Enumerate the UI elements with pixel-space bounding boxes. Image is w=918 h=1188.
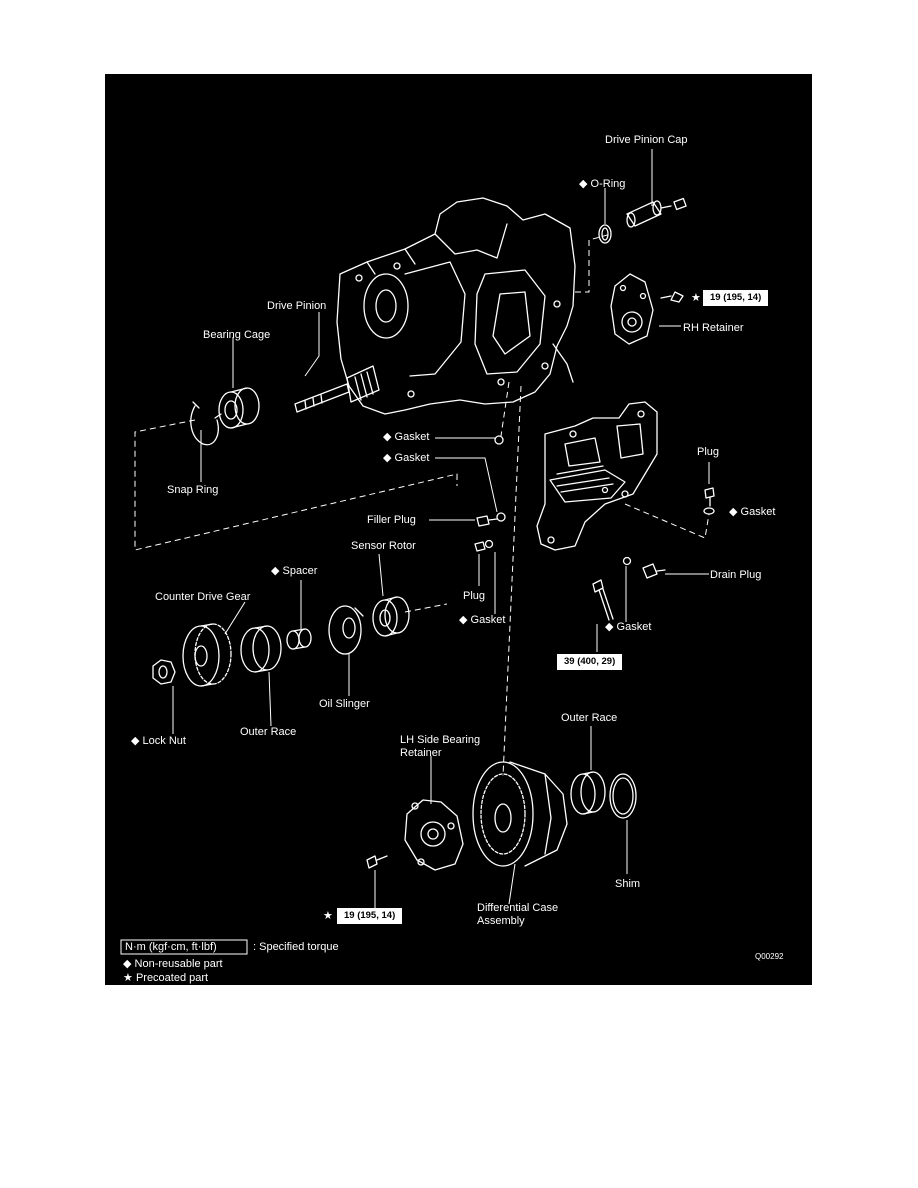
transaxle-housing (336, 197, 576, 415)
exploded-view-panel: Drive Pinion Cap ◆ O-Ring RH Retainer Dr… (105, 74, 812, 985)
label-plug-right: Plug (697, 446, 720, 458)
snap-ring-part (190, 401, 222, 446)
label-gasket-1: ◆ Gasket (383, 431, 430, 443)
legend-unit-box: N·m (kgf·cm, ft·lbf) (125, 941, 217, 953)
precoated-icon: ★ (123, 972, 133, 984)
label-oil-slinger: Oil Slinger (319, 698, 370, 710)
precoated-icon: ★ (323, 910, 333, 922)
non-reusable-icon: ◆ (131, 735, 140, 747)
label-outer-race-left: Outer Race (240, 726, 297, 738)
torque-box-rh-retainer: 19 (195, 14) (703, 290, 769, 306)
plug-right-part (704, 487, 715, 507)
label-spacer: ◆ Spacer (271, 565, 318, 577)
label-lock-nut: ◆ Lock Nut (131, 735, 186, 747)
lh-retainer-part (366, 799, 464, 871)
label-plug-lower: Plug (463, 590, 486, 602)
gasket-ring-2 (496, 512, 506, 522)
differential-case-part (472, 761, 568, 867)
lock-nut-part (152, 659, 176, 685)
label-drive-pinion-cap: Drive Pinion Cap (605, 134, 688, 146)
drain-plug-part (642, 563, 666, 579)
label-drive-pinion: Drive Pinion (267, 300, 327, 312)
legend-non-reusable: ◆ Non-reusable part (123, 958, 223, 970)
legend-precoated: ★ Precoated part (123, 972, 209, 984)
label-lh-side-bearing-retainer: LH Side Bearing Retainer (400, 734, 481, 759)
exploded-view-drawing (120, 149, 715, 955)
legend-frame (120, 939, 248, 955)
bearing-cage-part (218, 387, 260, 429)
plug-lower-part (474, 541, 486, 552)
label-gasket-right: ◆ Gasket (729, 506, 776, 518)
non-reusable-icon: ◆ (271, 565, 280, 577)
torque-box-lh-retainer: 19 (195, 14) (337, 908, 403, 924)
sensor-rotor-part (372, 596, 410, 637)
label-counter-drive-gear: Counter Drive Gear (155, 591, 251, 603)
non-reusable-icon: ◆ (459, 614, 468, 626)
o-ring-part (598, 224, 612, 244)
lower-case-part (536, 401, 658, 551)
label-sensor-rotor: Sensor Rotor (351, 540, 416, 552)
gasket-ring-drain (622, 556, 632, 566)
label-snap-ring: Snap Ring (167, 484, 219, 496)
outer-race-right-part (570, 771, 606, 815)
spacer-part (286, 628, 312, 650)
non-reusable-icon: ◆ (123, 958, 132, 970)
torque-box-case-bolt: 39 (400, 29) (557, 654, 623, 670)
label-gasket-2: ◆ Gasket (383, 452, 430, 464)
label-outer-race-right: Outer Race (561, 712, 618, 724)
label-shim: Shim (615, 878, 641, 890)
oil-slinger-part (328, 605, 364, 655)
non-reusable-icon: ◆ (383, 452, 392, 464)
gasket-ring-1 (494, 435, 504, 445)
label-drain-plug: Drain Plug (710, 569, 762, 581)
non-reusable-icon: ◆ (383, 431, 392, 443)
label-gasket-lower: ◆ Gasket (459, 614, 506, 626)
label-filler-plug: Filler Plug (367, 514, 416, 526)
label-bearing-cage: Bearing Cage (203, 329, 271, 341)
label-gasket-drain: ◆ Gasket (605, 621, 652, 633)
counter-drive-gear-part (182, 623, 232, 687)
legend-unit-desc: : Specified torque (253, 941, 339, 953)
non-reusable-icon: ◆ (729, 506, 738, 518)
leader-lines (172, 149, 710, 908)
drive-pinion-cap-part (626, 197, 687, 228)
case-bolt-part (592, 579, 614, 621)
shim-part (609, 773, 637, 819)
gasket-ring-lower (484, 539, 494, 549)
gasket-ring-right (703, 507, 715, 515)
precoated-icon: ★ (691, 292, 701, 304)
filler-plug-part (476, 515, 498, 527)
label-rh-retainer: RH Retainer (683, 322, 744, 334)
label-o-ring: ◆ O-Ring (579, 178, 626, 190)
assembly-lines (134, 233, 710, 777)
label-differential-case-assembly: Differential Case Assembly (477, 902, 559, 927)
figure-code: Q00292 (755, 952, 784, 961)
non-reusable-icon: ◆ (605, 621, 614, 633)
drive-pinion-part (294, 365, 380, 413)
rh-retainer-part (610, 273, 684, 345)
non-reusable-icon: ◆ (579, 178, 588, 190)
outer-race-left-part (240, 625, 282, 673)
